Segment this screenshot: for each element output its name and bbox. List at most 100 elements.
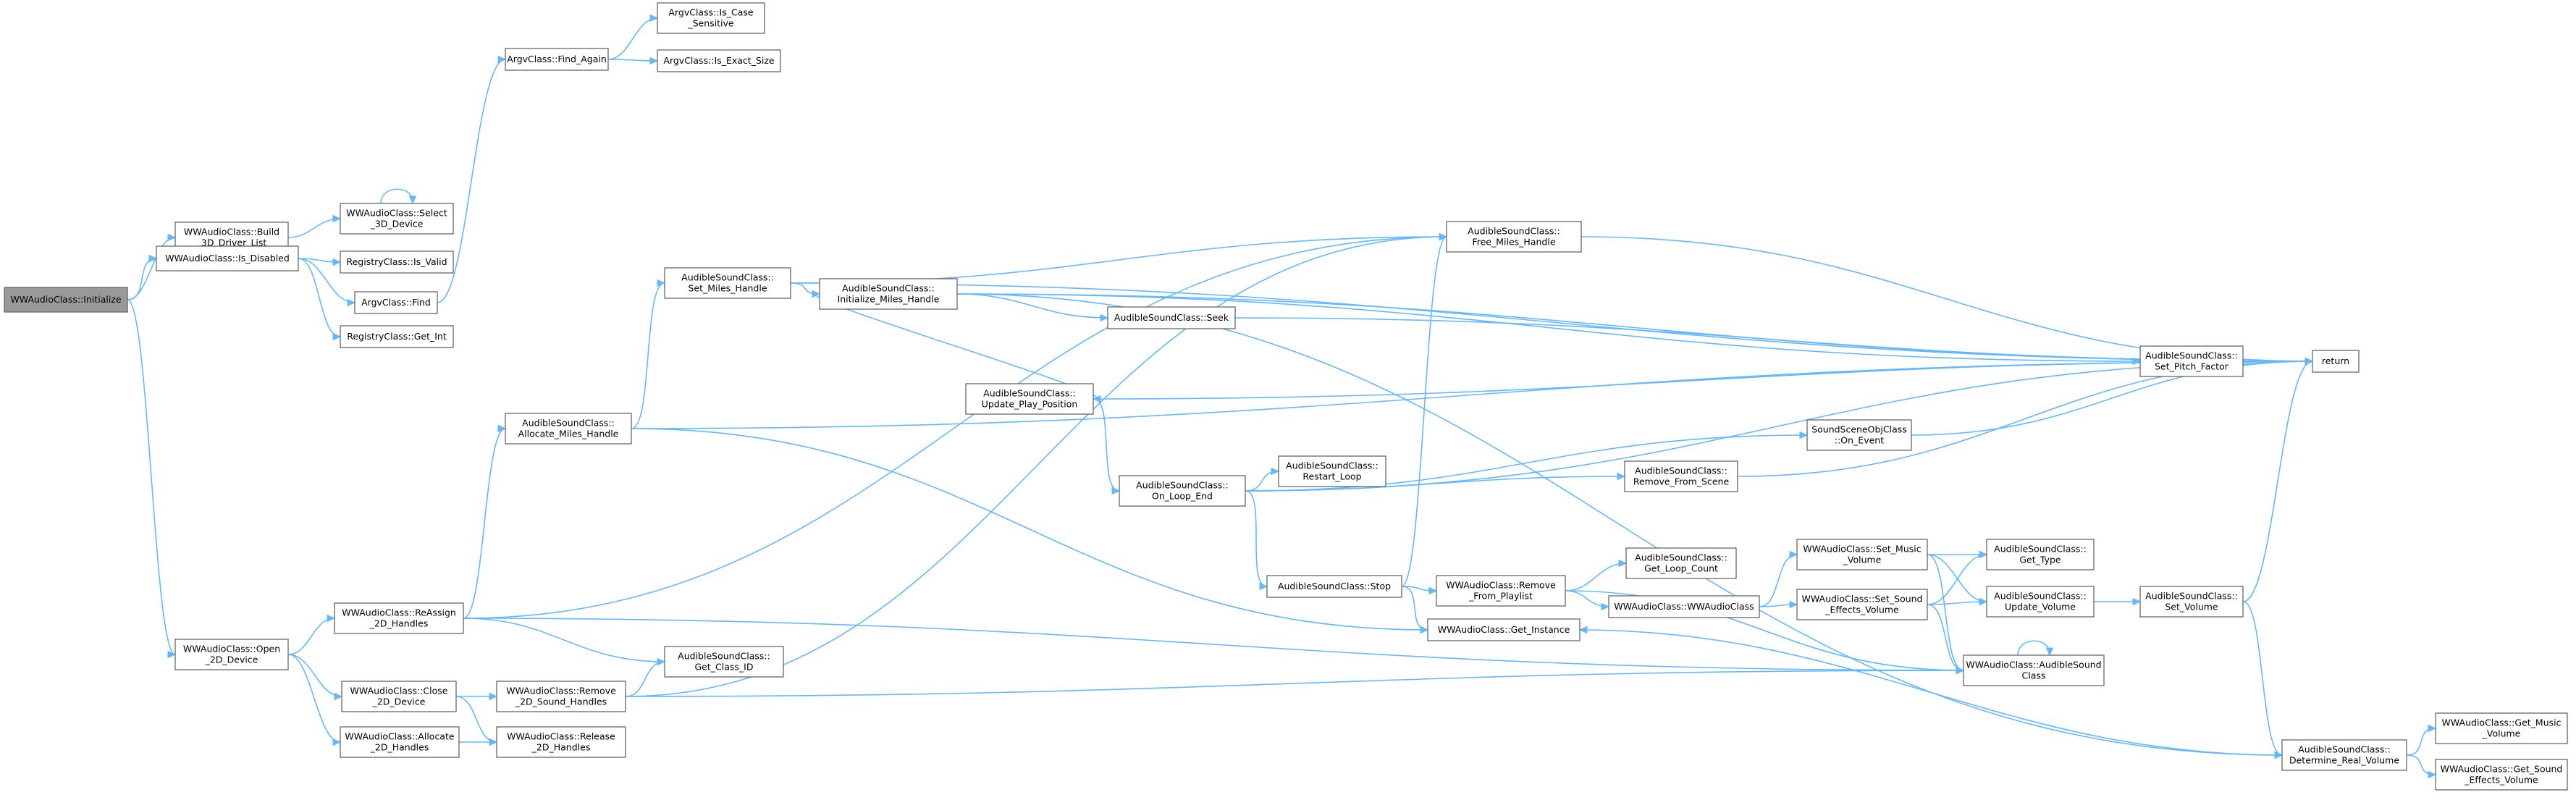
node-box xyxy=(657,49,781,72)
node-box xyxy=(2435,712,2568,744)
node-setvolume[interactable]: AudibleSoundClass::Set_Volume xyxy=(2139,586,2244,618)
node-initmiles[interactable]: AudibleSoundClass::Initialize_Miles_Hand… xyxy=(819,278,958,310)
edge-setmusic-audiblector xyxy=(1927,554,1964,671)
node-label: WWAudioClass::Close xyxy=(350,686,448,696)
node-label: Initialize_Miles_Handle xyxy=(838,294,940,305)
node-removeplaylist[interactable]: WWAudioClass::Remove_From_Playlist xyxy=(1436,575,1566,607)
edge-freemiles-return xyxy=(1580,236,2313,362)
node-setsfx[interactable]: WWAudioClass::Set_Sound_Effects_Volume xyxy=(1796,589,1928,620)
node-removefromscene[interactable]: AudibleSoundClass::Remove_From_Scene xyxy=(1624,460,1738,492)
node-select3d[interactable]: WWAudioClass::Select_3D_Device xyxy=(340,203,454,235)
edge-reassign-getclassid xyxy=(463,618,665,662)
node-setpitch[interactable]: AudibleSoundClass::Set_Pitch_Factor xyxy=(2139,345,2244,377)
node-setmusic[interactable]: WWAudioClass::Set_Music_Volume xyxy=(1796,539,1928,570)
node-allocmiles[interactable]: AudibleSoundClass::Allocate_Miles_Handle xyxy=(505,413,632,445)
node-box xyxy=(505,413,632,445)
node-detreal[interactable]: AudibleSoundClass::Determine_Real_Volume xyxy=(2281,739,2407,771)
edge-allocmiles-setmiles-arrowhead xyxy=(657,279,666,287)
node-box xyxy=(1796,539,1928,570)
node-alloc2d[interactable]: WWAudioClass::Allocate_2D_Handles xyxy=(340,726,460,758)
node-findagain[interactable]: ArgvClass::Find_Again xyxy=(505,48,609,71)
node-label: WWAudioClass::Is_Disabled xyxy=(165,253,290,264)
node-label: WWAudioClass::Release xyxy=(507,731,615,742)
node-box xyxy=(965,383,1094,415)
node-restartloop[interactable]: AudibleSoundClass::Restart_Loop xyxy=(1278,455,1386,487)
node-box xyxy=(2139,586,2244,618)
edge-setsfx-gettype xyxy=(1927,554,1987,605)
node-label: AudibleSoundClass:: xyxy=(2145,350,2238,361)
edge-detreal-getinstance-arrowhead xyxy=(1578,626,1588,634)
node-label: AudibleSoundClass:: xyxy=(983,388,1076,399)
node-label: Determine_Real_Volume xyxy=(2289,755,2399,766)
node-getclassid[interactable]: AudibleSoundClass::Get_Class_ID xyxy=(664,646,784,678)
node-close2d[interactable]: WWAudioClass::Close_2D_Device xyxy=(341,681,457,712)
edge-isdisabled-argfind-arrowhead xyxy=(347,298,356,307)
node-label: ArgvClass::Is_Case xyxy=(668,7,753,18)
node-getloopcount[interactable]: AudibleSoundClass::Get_Loop_Count xyxy=(1625,547,1737,579)
edge-isdisabled-regvalid-arrowhead xyxy=(332,258,342,266)
node-reassign[interactable]: WWAudioClass::ReAssign_2D_Handles xyxy=(334,602,464,634)
node-isexact[interactable]: ArgvClass::Is_Exact_Size xyxy=(657,49,781,72)
edge-initmiles-updateplay xyxy=(815,293,1098,400)
node-box xyxy=(664,646,784,678)
node-release2d[interactable]: WWAudioClass::Release_2D_Handles xyxy=(496,726,626,758)
node-label: Update_Volume xyxy=(2005,602,2076,612)
edge-onloopend-stop xyxy=(1245,490,1268,587)
node-setmiles[interactable]: AudibleSoundClass::Set_Miles_Handle xyxy=(664,267,791,299)
node-box xyxy=(334,602,464,634)
node-return[interactable]: return xyxy=(2312,350,2360,373)
node-box xyxy=(2312,350,2360,373)
node-audiblector[interactable]: WWAudioClass::AudibleSoundClass xyxy=(1963,654,2105,686)
edge-findagain-isexact-arrowhead xyxy=(649,56,659,65)
node-label: AudibleSoundClass:: xyxy=(1136,480,1229,491)
edge-onloopend-soundsceneevent xyxy=(1245,434,1808,492)
node-updateplay[interactable]: AudibleSoundClass::Update_Play_Position xyxy=(965,383,1094,415)
node-iscase[interactable]: ArgvClass::Is_Case_Sensitive xyxy=(657,2,765,34)
node-getinstance[interactable]: WWAudioClass::Get_Instance xyxy=(1427,618,1580,641)
node-label: _Sensitive xyxy=(687,18,734,29)
node-seek[interactable]: AudibleSoundClass::Seek xyxy=(1107,306,1236,329)
node-label: AudibleSoundClass:: xyxy=(842,283,935,294)
node-wwaudioclass[interactable]: WWAudioClass::WWAudioClass xyxy=(1608,595,1760,618)
edge-initmiles-seek xyxy=(956,293,1108,319)
edge-removeplaylist-wwaudioclass-arrowhead xyxy=(1601,602,1610,611)
node-gettype[interactable]: AudibleSoundClass::Get_Type xyxy=(1986,539,2095,570)
node-box xyxy=(1446,221,1582,253)
edge-argfind-findagain-arrowhead xyxy=(497,55,507,64)
node-getsfxvol[interactable]: WWAudioClass::Get_Sound_Effects_Volume xyxy=(2435,759,2568,791)
node-label: AudibleSoundClass::Seek xyxy=(1114,312,1229,323)
edge-isdisabled-reggetint-arrowhead xyxy=(332,332,342,341)
node-updatevolume[interactable]: AudibleSoundClass::Update_Volume xyxy=(1986,586,2095,618)
node-label: _2D_Device xyxy=(372,696,426,707)
node-stop[interactable]: AudibleSoundClass::Stop xyxy=(1266,575,1402,598)
edge-remove2d-getclassid xyxy=(625,661,665,697)
node-open2d[interactable]: WWAudioClass::Open_2D_Device xyxy=(174,639,289,670)
node-isdisabled[interactable]: WWAudioClass::Is_Disabled xyxy=(156,245,299,271)
node-label: WWAudioClass::ReAssign xyxy=(342,607,456,618)
node-soundsceneevent[interactable]: SoundSceneObjClass::On_Event xyxy=(1806,419,1912,451)
node-reggetint[interactable]: RegistryClass::Get_Int xyxy=(340,325,454,348)
node-label: WWAudioClass::Initialize xyxy=(10,294,121,305)
node-init[interactable]: WWAudioClass::Initialize xyxy=(4,287,128,313)
edge-alloc2d-release2d-arrowhead xyxy=(489,738,498,746)
node-box xyxy=(1266,575,1402,598)
node-label: _Volume xyxy=(1843,555,1882,565)
edge-initmiles-seek-arrowhead xyxy=(1100,313,1109,322)
node-freemiles[interactable]: AudibleSoundClass::Free_Miles_Handle xyxy=(1446,221,1582,253)
edge-reassign-allocmiles xyxy=(463,428,506,619)
node-onloopend[interactable]: AudibleSoundClass::On_Loop_End xyxy=(1119,475,1246,507)
edge-detreal-getsfxvol-arrowhead xyxy=(2428,770,2437,779)
node-getmusicvol[interactable]: WWAudioClass::Get_Music_Volume xyxy=(2435,712,2568,744)
edge-init-open2d-arrowhead xyxy=(167,650,177,659)
edge-wwaudioclass-setsfx-arrowhead xyxy=(1789,600,1798,609)
node-argfind[interactable]: ArgvClass::Find xyxy=(354,291,438,314)
edge-open2d-reassign-arrowhead xyxy=(327,614,336,623)
node-regvalid[interactable]: RegistryClass::Is_Valid xyxy=(340,250,454,274)
node-remove2d[interactable]: WWAudioClass::Remove_2D_Sound_Handles xyxy=(496,681,626,712)
node-label: _2D_Sound_Handles xyxy=(515,696,607,707)
node-box xyxy=(4,287,128,313)
node-label: AudibleSoundClass::Stop xyxy=(1278,581,1391,591)
node-box xyxy=(2139,345,2244,377)
node-label: _2D_Handles xyxy=(531,742,591,753)
edge-onloopend-restartloop xyxy=(1245,471,1279,492)
